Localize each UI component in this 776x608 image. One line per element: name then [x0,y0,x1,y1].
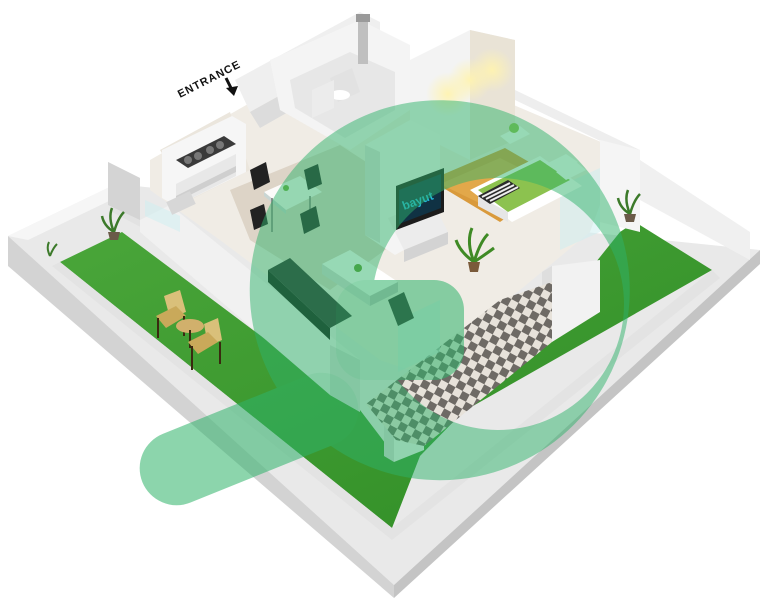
kitchen [162,116,246,215]
bedroom [426,48,586,222]
potted-plant-icon [46,241,58,257]
plant-icon [454,227,495,272]
dining-set [250,162,322,234]
bed-runner [478,180,520,204]
entrance-marker: ENTRANCE [176,59,243,101]
living-room: bayut [268,168,495,340]
arrow-down-icon [224,77,238,96]
bathroom [312,14,370,118]
potted-plant-icon [616,189,641,222]
bayut-logo-icon [139,100,630,506]
garden-furniture [156,290,222,370]
lawn-area [52,222,720,540]
potted-plant-icon [100,207,125,240]
